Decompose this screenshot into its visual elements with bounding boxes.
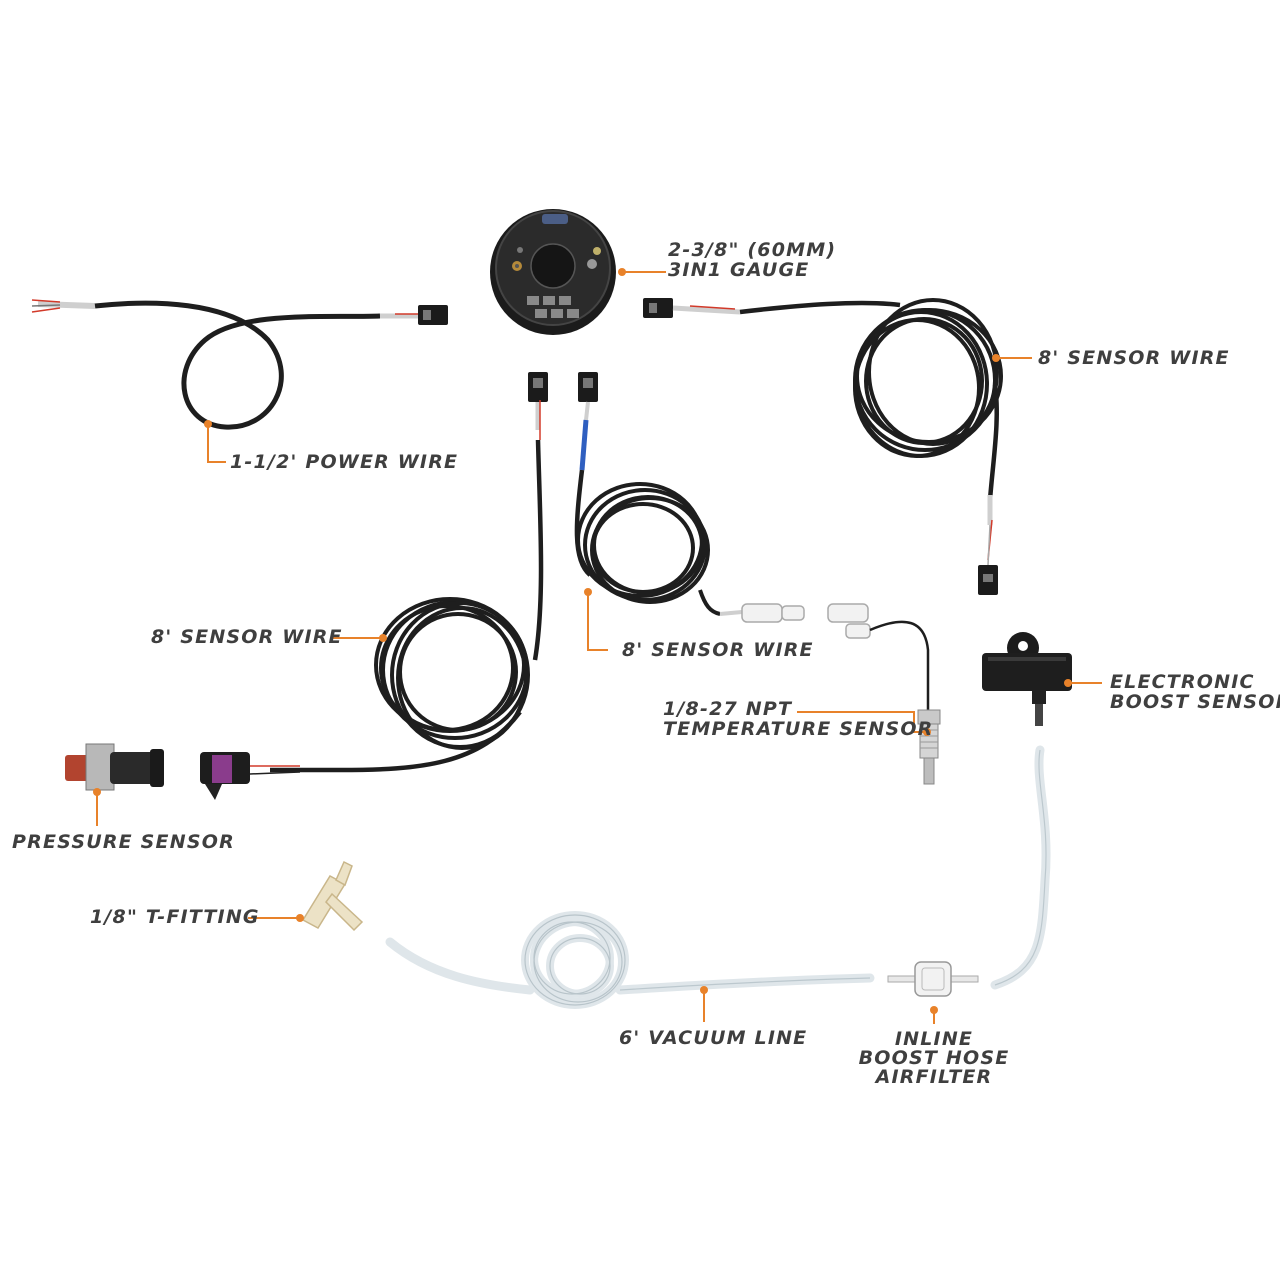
gauge-label-line2: 3IN1 GAUGE (668, 259, 810, 281)
inline-filter-icon (887, 961, 979, 997)
boost-sensor-label-line1: ELECTRONIC (1110, 671, 1255, 693)
pressure-sensor-label: PRESSURE SENSOR (12, 831, 235, 853)
gauge-icon (490, 209, 616, 335)
t-fitting-icon (301, 860, 364, 932)
callout-dots (93, 268, 1072, 1014)
inline-filter-label-line2: BOOST HOSE (858, 1047, 1010, 1069)
power-wire-label: 1-1/2' POWER WIRE (230, 451, 459, 473)
sensor-wire-middle-label: 8' SENSOR WIRE (622, 639, 814, 661)
sensor-wire-right-label: 8' SENSOR WIRE (1038, 347, 1230, 369)
electronic-boost-sensor-icon (982, 632, 1072, 726)
temperature-sensor-label-line1: 1/8-27 NPT (663, 698, 793, 720)
callout-leaders (96, 271, 1102, 1024)
temperature-sensor-label-line2: TEMPERATURE SENSOR (663, 718, 934, 740)
sensor-wire-middle-icon (574, 372, 805, 623)
temperature-sensor-icon (827, 603, 941, 785)
inline-filter-label-line3: AIRFILTER (875, 1066, 993, 1088)
power-wire-icon (31, 299, 448, 430)
sensor-wire-right-icon (643, 298, 1003, 595)
inline-filter-label-line1: INLINE (894, 1028, 974, 1050)
boost-sensor-label-line2: BOOST SENSOR (1110, 691, 1280, 713)
pressure-sensor-icon (65, 743, 164, 791)
sensor-wire-left-icon (200, 372, 548, 800)
t-fitting-label: 1/8" T-FITTING (90, 906, 260, 928)
vacuum-line-label: 6' VACUUM LINE (619, 1027, 808, 1049)
sensor-wire-left-label: 8' SENSOR WIRE (151, 626, 343, 648)
gauge-label-line1: 2-3/8" (60MM) (668, 239, 837, 261)
vacuum-line-icon (385, 745, 1051, 1009)
